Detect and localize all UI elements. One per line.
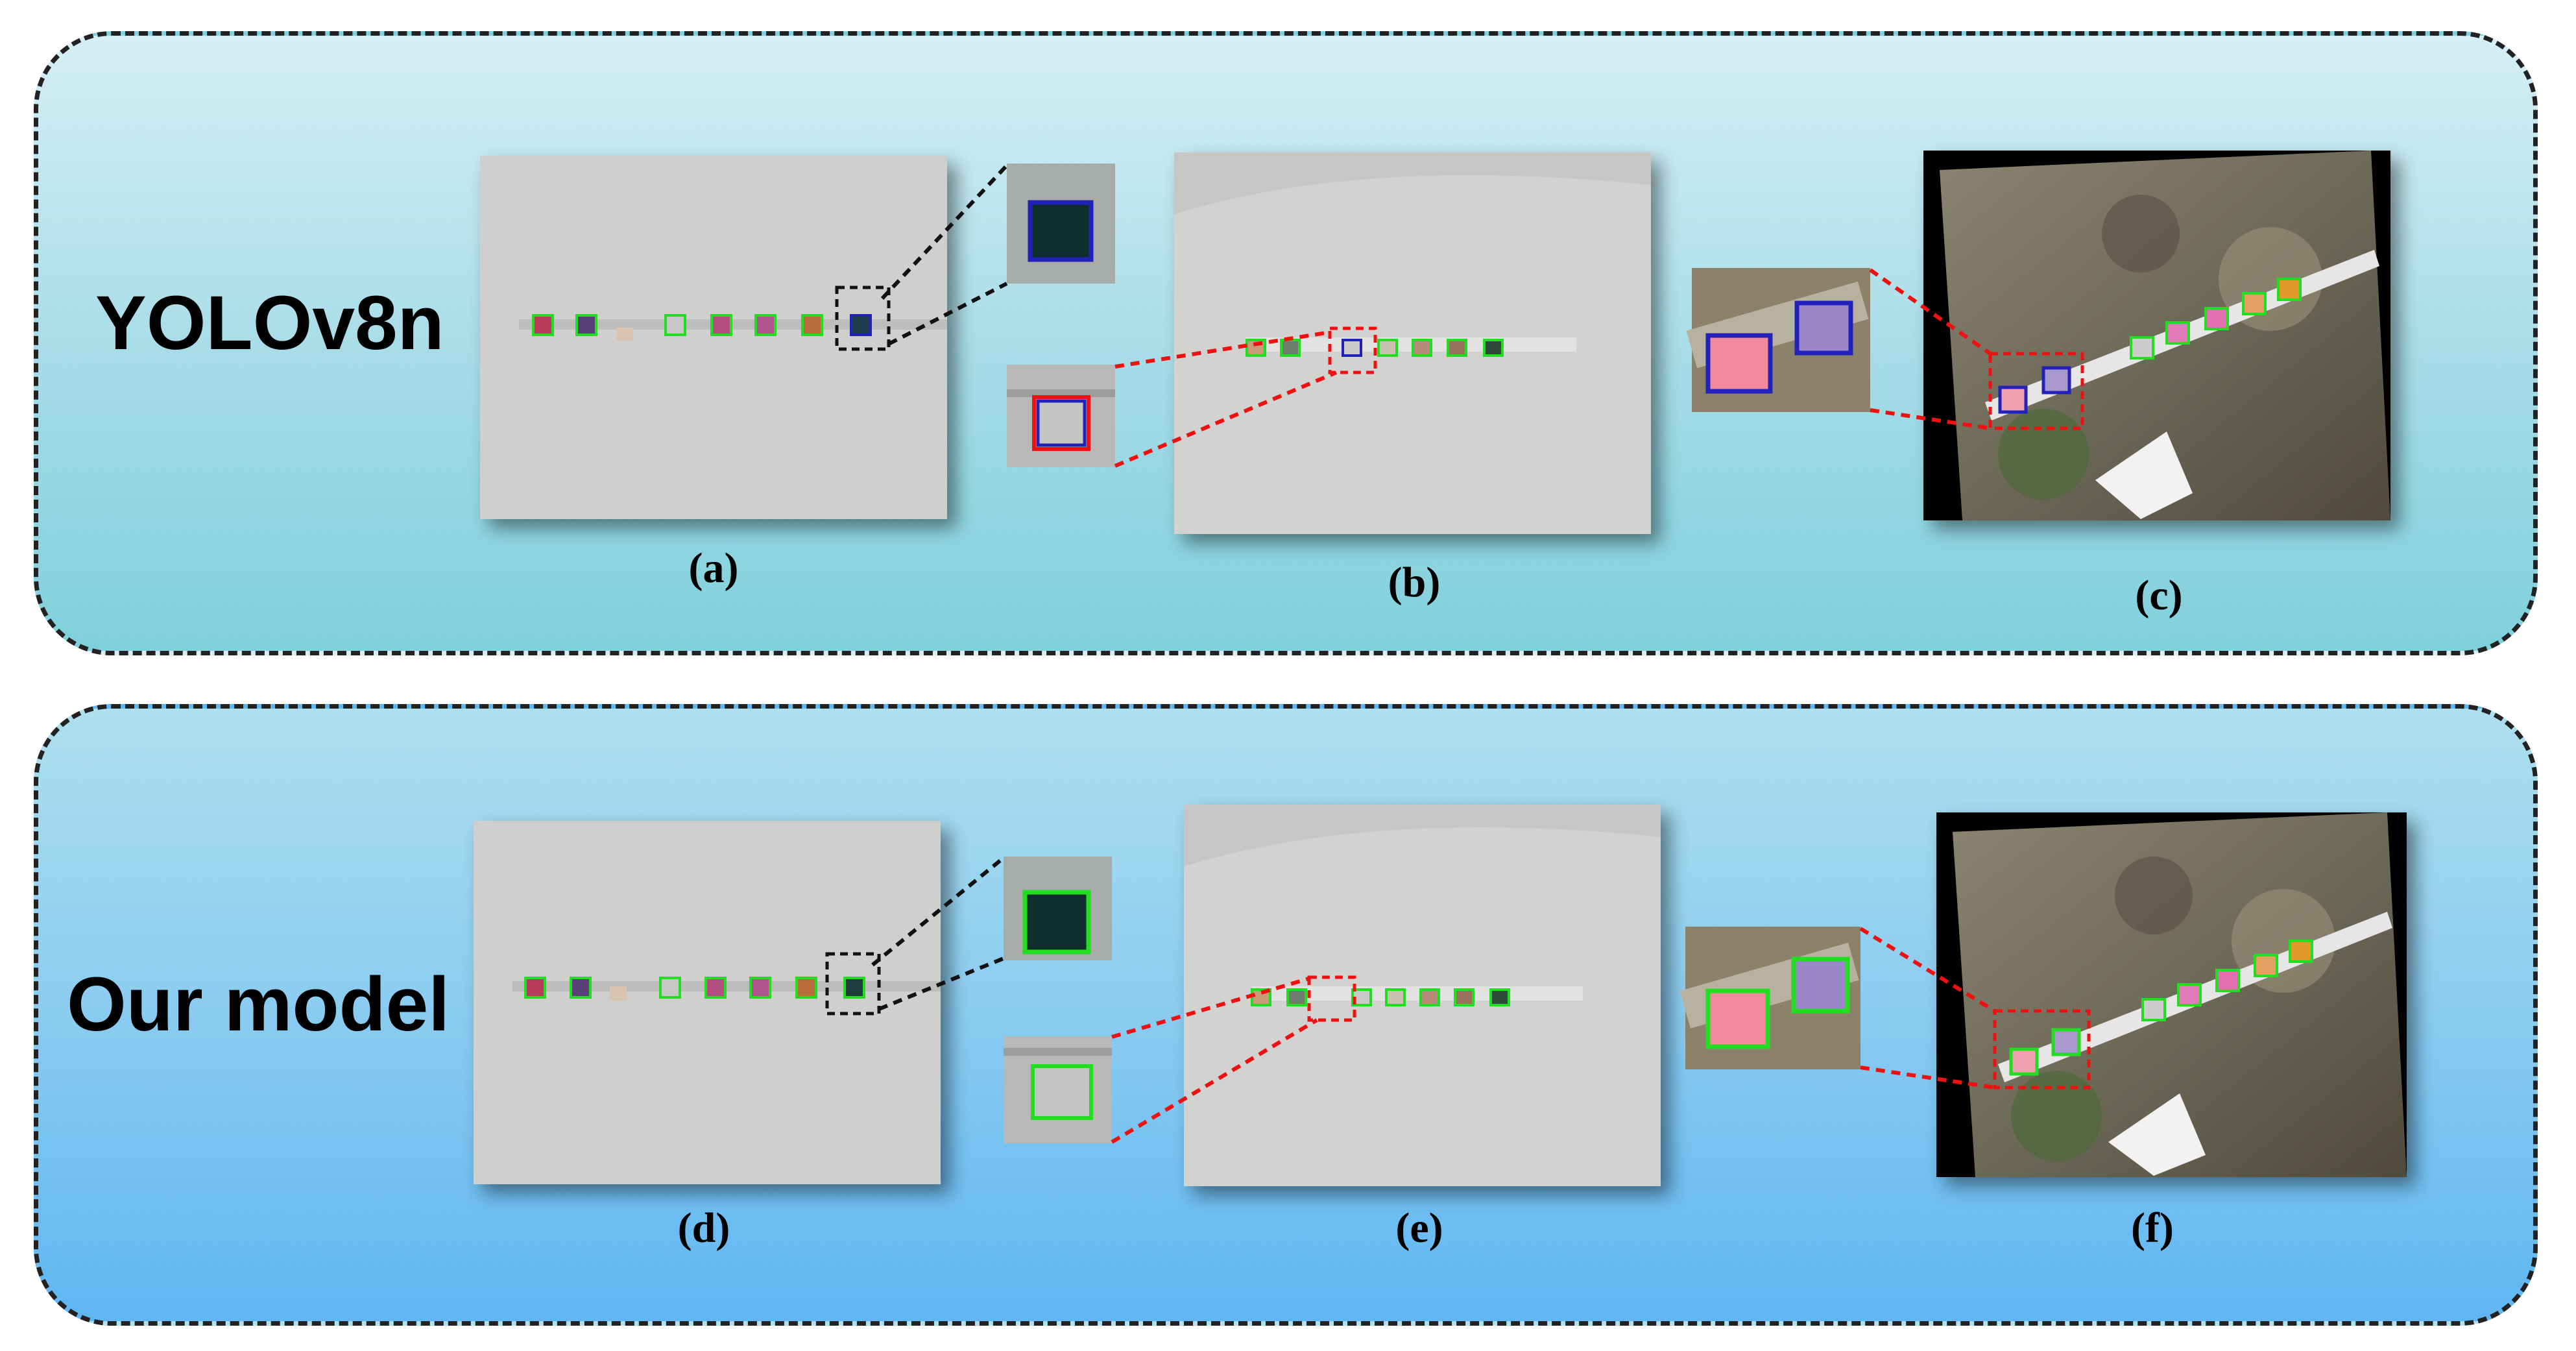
zoom-e-detected xyxy=(1004,1036,1112,1143)
strip-pads-a xyxy=(532,314,872,341)
zoom-c xyxy=(1686,268,1870,412)
caption-f: (f) xyxy=(2131,1204,2174,1252)
strip-pads-b xyxy=(1246,339,1504,357)
zoom-b-missed xyxy=(1007,365,1115,467)
row-label-our-model: Our model xyxy=(67,962,450,1047)
strip-pads-c xyxy=(1998,278,2302,414)
image-f xyxy=(1936,812,2407,1177)
image-e xyxy=(1184,805,1661,1186)
strip-pads-d xyxy=(524,977,865,1001)
image-a xyxy=(480,156,947,519)
image-c xyxy=(1923,151,2390,520)
image-d xyxy=(474,821,941,1184)
strip-pads-f xyxy=(2009,940,2313,1076)
caption-a: (a) xyxy=(688,544,739,592)
zoom-f xyxy=(1679,927,1860,1069)
caption-d: (d) xyxy=(677,1204,730,1252)
caption-c: (c) xyxy=(2135,572,2183,619)
image-b xyxy=(1174,152,1651,534)
row-label-yolov8n: YOLOv8n xyxy=(95,280,444,366)
zoom-a-detected xyxy=(1007,164,1115,284)
zoom-d-detected xyxy=(1004,857,1112,960)
caption-b: (b) xyxy=(1388,559,1441,606)
caption-e: (e) xyxy=(1395,1204,1443,1252)
